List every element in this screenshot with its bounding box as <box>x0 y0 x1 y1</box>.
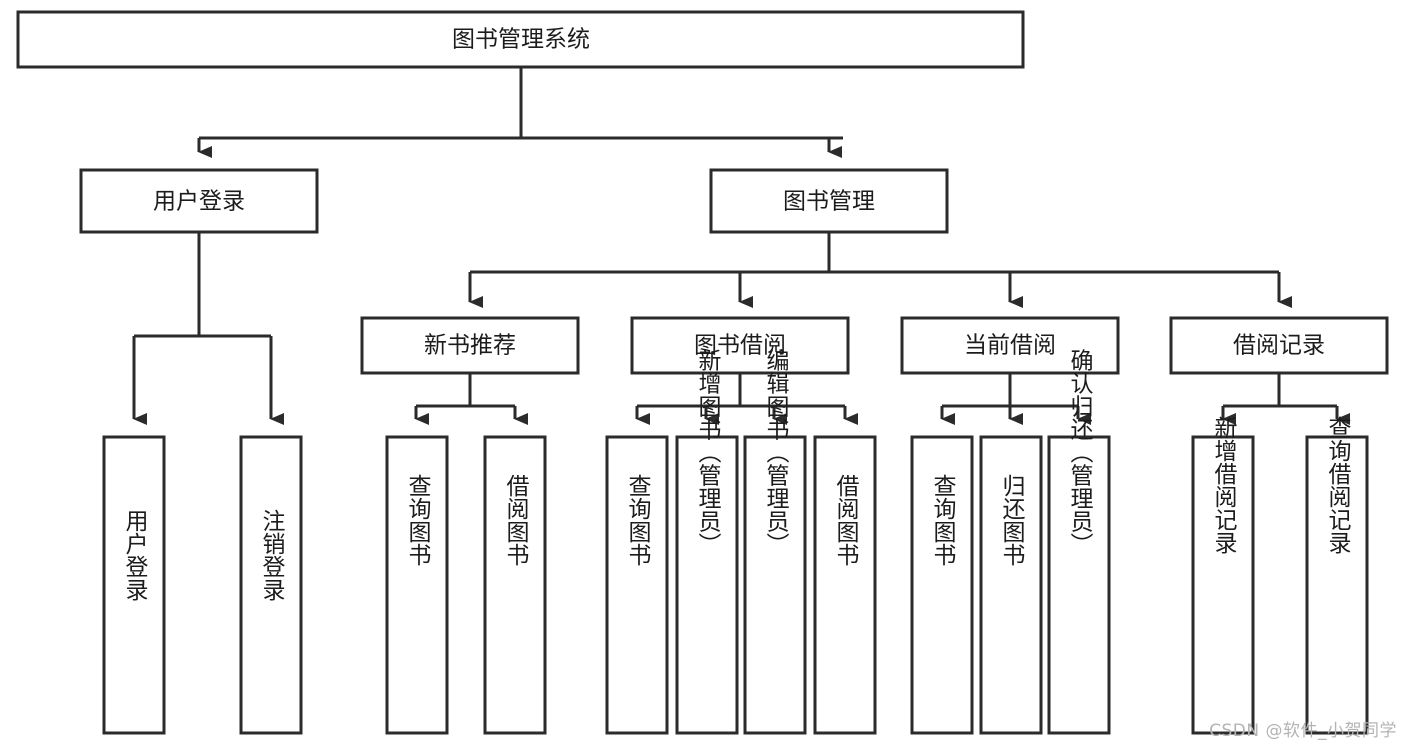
leaf-logout-label: 注销登录 <box>258 509 286 601</box>
leaf-borrow-book-2-label: 借阅图书 <box>832 474 860 566</box>
leaf-user-login-box[interactable] <box>102 435 166 735</box>
node-new-book-recommend-label: 新书推荐 <box>424 333 516 359</box>
node-book-manage-box[interactable] <box>709 168 949 234</box>
node-borrow-record-box[interactable] <box>1169 316 1389 375</box>
watermark-text: CSDN @软件_小贺同学 <box>1209 721 1397 741</box>
leaf-return-book-box[interactable] <box>979 435 1043 735</box>
leaf-query-book-1-box[interactable] <box>385 435 449 735</box>
leaf-borrow-book-1[interactable]: 借阅图书 <box>483 435 547 735</box>
leaf-query-record-box[interactable] <box>1305 435 1369 735</box>
leaf-borrow-book-1-box[interactable] <box>483 435 547 735</box>
leaf-query-book-2-label: 查询图书 <box>624 474 652 566</box>
node-current-borrow-label: 当前借阅 <box>964 333 1056 359</box>
leaf-edit-book-admin-box[interactable] <box>743 435 807 735</box>
leaf-query-book-1-label: 查询图书 <box>404 474 432 566</box>
node-book-borrow[interactable]: 图书借阅 <box>630 316 850 375</box>
leaf-query-book-3[interactable]: 查询图书 <box>910 435 974 735</box>
leaf-add-book-admin-box[interactable] <box>675 435 739 735</box>
leaf-confirm-return-admin-box[interactable] <box>1047 435 1111 735</box>
leaf-borrow-book-1-label: 借阅图书 <box>502 474 530 566</box>
node-user-login-label: 用户登录 <box>153 189 245 215</box>
leaf-query-record[interactable]: 查询借阅记录 <box>1305 416 1369 735</box>
node-borrow-record[interactable]: 借阅记录 <box>1169 316 1389 375</box>
leaf-return-book-label: 归还图书 <box>998 474 1026 566</box>
leaf-add-record-label: 新增借阅记录 <box>1210 416 1238 554</box>
leaf-logout[interactable]: 注销登录 <box>239 435 303 735</box>
leaf-return-book[interactable]: 归还图书 <box>979 435 1043 735</box>
leaf-query-book-3-box[interactable] <box>910 435 974 735</box>
leaf-query-book-2[interactable]: 查询图书 <box>605 435 669 735</box>
leaf-add-book-admin-label: 新增图书（管理员） <box>694 349 722 556</box>
node-book-borrow-label: 图书借阅 <box>694 333 786 359</box>
leaf-borrow-book-2[interactable]: 借阅图书 <box>813 435 877 735</box>
node-borrow-record-label: 借阅记录 <box>1233 333 1325 359</box>
node-current-borrow-box[interactable] <box>900 316 1120 375</box>
leaf-user-login-label: 用户登录 <box>121 509 149 601</box>
node-root-label: 图书管理系统 <box>452 27 590 53</box>
leaf-query-book-3-label: 查询图书 <box>929 474 957 566</box>
leaf-edit-book-admin[interactable]: 编辑图书（管理员） <box>743 349 807 735</box>
node-book-manage-label: 图书管理 <box>783 189 875 215</box>
connectors-layer <box>132 67 1350 425</box>
node-root-box[interactable] <box>16 10 1025 69</box>
leaf-user-login[interactable]: 用户登录 <box>102 435 166 735</box>
leaf-query-book-2-box[interactable] <box>605 435 669 735</box>
node-current-borrow[interactable]: 当前借阅 <box>900 316 1120 375</box>
node-book-manage[interactable]: 图书管理 <box>709 168 949 234</box>
node-user-login-box[interactable] <box>79 168 319 234</box>
leaf-add-book-admin[interactable]: 新增图书（管理员） <box>675 349 739 735</box>
node-user-login[interactable]: 用户登录 <box>79 168 319 234</box>
leaf-add-record-box[interactable] <box>1191 435 1255 735</box>
node-book-borrow-box[interactable] <box>630 316 850 375</box>
leaf-borrow-book-2-box[interactable] <box>813 435 877 735</box>
node-new-book-recommend[interactable]: 新书推荐 <box>360 316 580 375</box>
leaf-logout-box[interactable] <box>239 435 303 735</box>
leaf-confirm-return-admin-label: 确认归还（管理员） <box>1066 349 1094 556</box>
leaf-query-record-label: 查询借阅记录 <box>1324 416 1352 554</box>
leaf-add-record[interactable]: 新增借阅记录 <box>1191 416 1255 735</box>
node-root[interactable]: 图书管理系统 <box>16 10 1025 69</box>
leaf-query-book-1[interactable]: 查询图书 <box>385 435 449 735</box>
node-new-book-recommend-box[interactable] <box>360 316 580 375</box>
leaf-edit-book-admin-label: 编辑图书（管理员） <box>762 349 790 556</box>
leaf-confirm-return-admin[interactable]: 确认归还（管理员） <box>1047 349 1111 735</box>
